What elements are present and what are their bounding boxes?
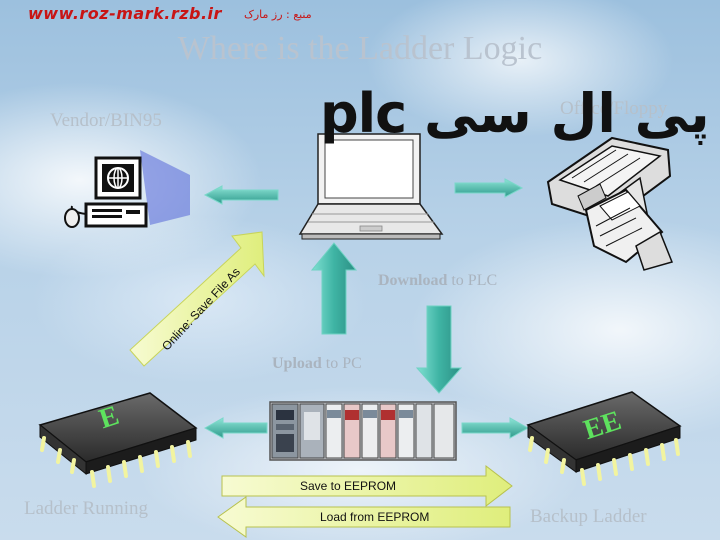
laptop-icon bbox=[298, 133, 444, 240]
load-eeprom-label: Load from EEPROM bbox=[320, 510, 430, 524]
watermark-url: www.roz-mark.rzb.ir bbox=[28, 4, 222, 23]
download-label: Download to PLC bbox=[378, 272, 498, 289]
save-eeprom-label: Save to EEPROM bbox=[300, 479, 397, 493]
arrow-to-backup-ladder bbox=[461, 417, 530, 439]
arrow-to-ladder-running bbox=[203, 417, 268, 439]
computer-icon bbox=[64, 150, 190, 228]
arrow-upload bbox=[310, 242, 358, 335]
arrow-load-eeprom bbox=[217, 496, 511, 538]
eeprom-chip-backup bbox=[526, 391, 682, 486]
vendor-label: Vendor/BIN95 bbox=[50, 110, 162, 131]
upload-label: Upload to PC bbox=[272, 355, 362, 372]
slide-title: Where is the Ladder Logic bbox=[177, 30, 543, 67]
floppy-disk-icon bbox=[546, 136, 674, 271]
backup-ladder-label: Backup Ladder bbox=[530, 506, 647, 527]
office-floppy-label: Office/Floppy bbox=[560, 98, 668, 119]
arrow-save-eeprom bbox=[221, 464, 513, 508]
arrow-download bbox=[415, 305, 463, 394]
watermark-brand: plc پی ال سی bbox=[320, 82, 711, 145]
ladder-running-label: Ladder Running bbox=[24, 498, 149, 519]
arrow-online-save bbox=[129, 231, 265, 367]
eeprom-chip-running bbox=[38, 392, 198, 488]
plc-rack-icon bbox=[269, 401, 457, 461]
arrow-to-floppy bbox=[454, 178, 524, 198]
arrow-to-vendor bbox=[203, 185, 279, 205]
watermark-source: منبع : رز مارک bbox=[244, 8, 312, 21]
